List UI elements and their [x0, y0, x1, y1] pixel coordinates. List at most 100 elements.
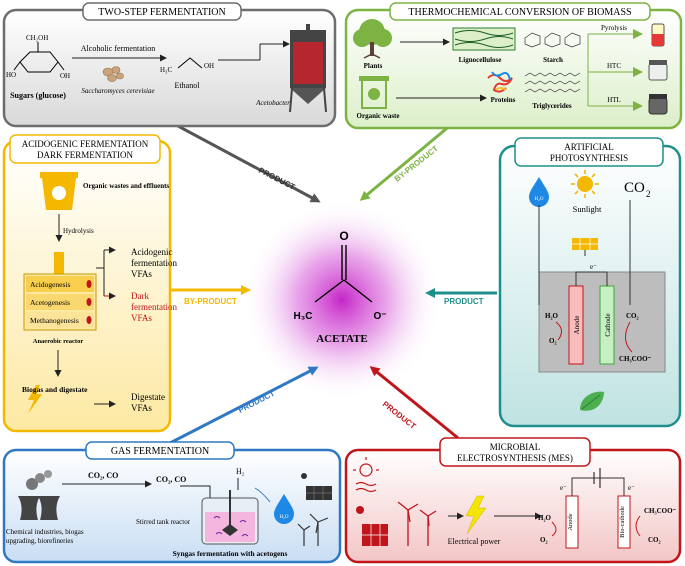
arrow-label-thermochemical: BY-PRODUCT [393, 144, 440, 184]
ethanol-oh: OH [204, 62, 214, 70]
anaerobic-reactor-label: Anaerobic reactor [33, 338, 84, 345]
acidogenic-out-1b: fermentation [131, 258, 177, 268]
industry-icon [18, 470, 60, 520]
acidogenic-out-1c: VFAs [131, 269, 152, 279]
cathode-label: Cathode [604, 313, 612, 336]
panel-acidogenic: ACIDOGENIC FERMENTATION DARK FERMENTATIO… [2, 134, 177, 433]
acetate-out-label: CH₃COO⁻ [619, 355, 652, 363]
panel-artificial: ARTIFICIAL PHOTOSYNTHESIS H₂O Sunlight C… [498, 137, 682, 428]
solar-panel-icon [572, 238, 598, 256]
sun-icon-2 [301, 473, 307, 479]
htl-label: HTL [607, 96, 621, 104]
panel-title-two-step: TWO-STEP FERMENTATION [98, 7, 225, 18]
htc-label: HTC [607, 62, 621, 70]
ethanol-structure-icon [177, 57, 203, 69]
mes-co2: CO₂ [648, 536, 661, 544]
dark-out-2b: fermentation [131, 302, 177, 312]
pyrolysis-label: Pyrolysis [601, 24, 627, 32]
proteins-label: Proteins [491, 96, 516, 104]
glucose-ho: HO [6, 71, 16, 79]
arrow-two-step [177, 124, 321, 203]
arrow-label-acidogenic: BY-PRODUCT [184, 297, 237, 306]
gas-input-2: CO₂, CO [156, 475, 186, 484]
reactor-label: Stirred tank reactor [136, 518, 191, 526]
dark-out-2c: VFAs [131, 313, 152, 323]
co2-sub: 2 [646, 189, 651, 199]
water-drop-icon [529, 177, 549, 207]
glucose-oh: OH [60, 72, 70, 80]
sun-icon-mes [353, 457, 379, 493]
panel-title-mes-1: MICROBIAL [490, 442, 541, 452]
dark-out-2a: Dark [131, 291, 149, 301]
yeast-icon [102, 66, 124, 82]
fermenter-tank-icon [289, 24, 327, 113]
ethanol-label: Ethanol [175, 81, 201, 90]
wind-turbine-icon-mes [397, 501, 437, 546]
lightning-icon [28, 385, 42, 414]
organic-wastes-label: Organic wastes and effluents [83, 182, 169, 190]
acetate-glow [242, 200, 442, 400]
starch-icon [524, 32, 581, 48]
drop-h2o: H₂O [535, 197, 544, 202]
solar-panel-icon-2 [306, 486, 332, 500]
water-drop-icon-2 [274, 494, 294, 524]
acidogenic-out-1a: Acidogenic [131, 247, 172, 257]
arrow-label-mes: PRODUCT [381, 399, 418, 431]
panel-title-acidogenic-1: ACIDOGENIC FERMENTATION [22, 139, 149, 149]
pyrolysis-vial-icon [651, 23, 665, 47]
hydrolysis-label: Hydrolysis [63, 227, 94, 235]
acetate-center: O H₃C O⁻ ACETATE [242, 200, 442, 400]
mes-anode-label: Anode [567, 513, 574, 530]
recycle-bin-icon [359, 76, 389, 109]
htl-jar-icon [648, 94, 668, 115]
glucose-label: Sugars (glucose) [10, 91, 66, 100]
sun-icon [571, 170, 599, 198]
mes-o2: O₂ [540, 536, 548, 544]
industry-label-1: Chemical industries, biogas [6, 528, 84, 536]
arrow-gas [169, 366, 319, 445]
acetate-carbonyl-o: O [339, 229, 348, 243]
anaerobic-reactor-icon [23, 252, 97, 331]
methanogenesis-label: Methanogenesis [30, 316, 79, 325]
co2-in-label: CO₂ [626, 312, 639, 320]
panel-title-artificial-1: ARTIFICIAL [564, 142, 613, 152]
panel-title-thermochemical: THERMOCHEMICAL CONVERSION OF BIOMASS [408, 7, 631, 18]
plants-label: Plants [364, 62, 383, 70]
triglycerides-icon [524, 72, 581, 93]
sunlight-label: Sunlight [573, 204, 602, 214]
acetate-title: ACETATE [316, 333, 368, 345]
ethanol-h3c: H₃C [160, 66, 172, 74]
protein-icon [487, 71, 513, 93]
arrow-thermochemical [359, 122, 453, 201]
lignocellulose-label: Lignocellulose [459, 56, 502, 64]
mes-h2o: H₂O [538, 514, 552, 522]
acetate-methyl: H₃C [293, 311, 312, 322]
acetogenesis-label: Acetogenesis [30, 298, 70, 307]
mes-acetate: CH₃COO⁻ [644, 507, 677, 515]
panel-title-gas: GAS FERMENTATION [111, 446, 209, 457]
panel-mes: MICROBIAL ELECTROSYNTHESIS (MES) Electri… [344, 437, 682, 564]
arrow-label-artificial: PRODUCT [444, 297, 484, 306]
yeast-label: Saccharomyces cerevisiae [81, 87, 154, 95]
panel-thermochemical: THERMOCHEMICAL CONVERSION OF BIOMASS Pla… [344, 2, 683, 130]
lightning-icon-mes [465, 495, 487, 535]
solar-panel-icon-mes [356, 506, 388, 546]
drop-h2o-gas: H₂O [280, 515, 289, 520]
organic-waste-label: Organic waste [357, 112, 400, 120]
step1-label: Alcoholic fermentation [81, 44, 155, 53]
digestate-out-a: Digestate [131, 392, 165, 402]
panel-title-mes-2: ELECTROSYNTHESIS (MES) [457, 453, 573, 463]
panel-gas: GAS FERMENTATION Chemical industries, bi… [2, 441, 342, 564]
stirred-tank-reactor-icon [201, 490, 259, 545]
starch-label: Starch [543, 56, 563, 64]
digestate-out-b: VFAs [131, 403, 152, 413]
wind-turbine-icon [297, 513, 329, 546]
arrow-label-gas: PRODUCT [237, 389, 276, 415]
panel-title-artificial-2: PHOTOSYNTHESIS [550, 153, 628, 163]
htc-jar-icon [648, 60, 668, 81]
mes-biocathode-label: Bio-cathode [619, 506, 626, 538]
biogas-label: Biogas and digestate [22, 385, 88, 394]
triglycerides-label: Triglycerides [532, 102, 571, 110]
gas-input-1: CO₂, CO [88, 471, 118, 480]
